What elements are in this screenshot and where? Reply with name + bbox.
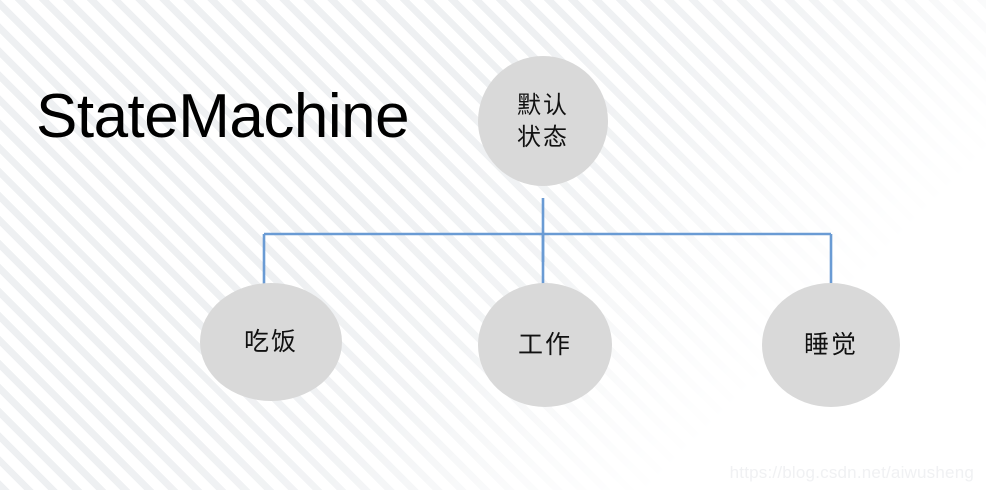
- state-node-work[interactable]: 工作: [478, 283, 612, 407]
- state-node-eat[interactable]: 吃饭: [200, 283, 342, 401]
- page-title: StateMachine: [36, 82, 410, 151]
- state-node-work-label: 工作: [517, 330, 572, 360]
- state-node-default-label-line1: 默认: [517, 90, 569, 119]
- state-node-default[interactable]: 默认 状态: [478, 56, 608, 186]
- state-node-sleep[interactable]: 睡觉: [762, 283, 900, 407]
- watermark-url: https://blog.csdn.net/aiwusheng: [729, 463, 974, 482]
- state-node-default-label: 默认 状态: [517, 89, 569, 154]
- state-node-eat-label: 吃饭: [243, 327, 298, 357]
- state-node-default-label-line2: 状态: [517, 123, 569, 151]
- state-node-sleep-label: 睡觉: [803, 330, 858, 360]
